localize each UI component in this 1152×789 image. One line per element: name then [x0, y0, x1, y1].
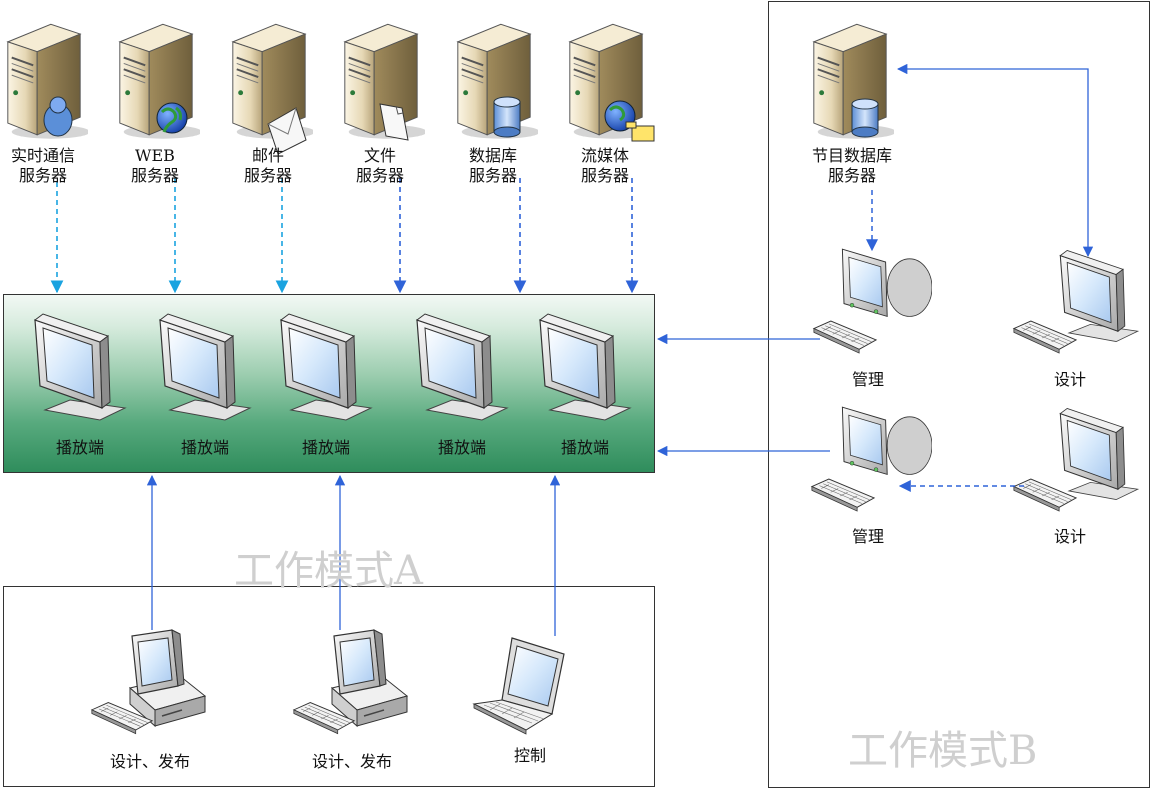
- manage-label: 管理: [851, 370, 884, 389]
- server-label-streaming: 流媒体 服务器: [562, 146, 648, 186]
- keyboard-icon: [811, 478, 875, 512]
- server-name: 数据库: [468, 146, 517, 165]
- player-monitor-icon: [159, 313, 251, 421]
- server-web: [118, 23, 200, 140]
- server-label-database: 数据库 服务器: [450, 146, 536, 186]
- laptop-icon: [473, 637, 565, 735]
- player-monitor-icon: [416, 313, 508, 421]
- server-name: WEB: [135, 146, 175, 165]
- client-connectors: [146, 474, 561, 636]
- client-label: 控制: [513, 746, 546, 765]
- database-icon: [493, 96, 521, 138]
- desktop-pc-icon: [129, 629, 206, 727]
- mode-a-label: 工作模式A: [234, 548, 423, 594]
- server-database: [456, 23, 538, 140]
- desktop-pc-icon: [331, 629, 408, 727]
- server-type: 服务器: [18, 166, 67, 185]
- user-icon: [43, 96, 73, 137]
- manage-crt-icon: [841, 248, 932, 317]
- program-db-server-label: 节目数据库 服务器: [800, 146, 904, 186]
- server-streaming: [568, 23, 655, 142]
- server-label-web: WEB 服务器: [112, 146, 198, 186]
- mode-b-label: 工作模式B: [848, 728, 1038, 774]
- mode-b-connectors: [656, 63, 1094, 492]
- server-label-realtime: 实时通信 服务器: [0, 146, 86, 186]
- manage-crt-icon: [841, 406, 932, 475]
- keyboard-icon: [1013, 478, 1077, 512]
- server-type: 服务器: [468, 166, 517, 185]
- server-type: 服务器: [130, 166, 179, 185]
- server-realtime-comm: [6, 23, 88, 140]
- player-label: 播放端: [55, 438, 104, 457]
- server-name: 邮件: [251, 146, 284, 165]
- design-label: 设计: [1053, 527, 1086, 546]
- keyboard-icon: [1013, 320, 1077, 354]
- server-name: 实时通信: [10, 146, 75, 165]
- server-mail: [231, 23, 313, 155]
- design-monitor-icon: [1059, 249, 1139, 343]
- server-name: 流媒体: [580, 146, 629, 165]
- server-type: 服务器: [827, 166, 876, 185]
- server-name: 文件: [363, 146, 396, 165]
- server-connectors: [50, 178, 639, 294]
- client-label: 设计、发布: [109, 752, 190, 771]
- server-file: [343, 23, 425, 141]
- player-monitor-icon: [280, 313, 372, 421]
- design-label: 设计: [1053, 370, 1086, 389]
- player-label: 播放端: [560, 438, 609, 457]
- player-monitor-icon: [34, 313, 126, 421]
- player-label: 播放端: [437, 438, 486, 457]
- globe-folder-icon: [604, 100, 655, 142]
- envelope-icon: [267, 107, 307, 155]
- server-label-file: 文件 服务器: [337, 146, 423, 186]
- client-label: 设计、发布: [311, 752, 392, 771]
- server-name: 节目数据库: [811, 146, 892, 165]
- player-monitor-icon: [539, 313, 631, 421]
- server-label-mail: 邮件 服务器: [225, 146, 311, 186]
- player-label: 播放端: [180, 438, 229, 457]
- database-icon: [851, 98, 879, 138]
- player-label: 播放端: [301, 438, 350, 457]
- server-type: 服务器: [580, 166, 629, 185]
- manage-label: 管理: [851, 527, 884, 546]
- document-icon: [379, 103, 409, 141]
- server-type: 服务器: [355, 166, 404, 185]
- keyboard-icon: [813, 320, 877, 354]
- design-monitor-icon: [1059, 407, 1139, 501]
- server-type: 服务器: [243, 166, 292, 185]
